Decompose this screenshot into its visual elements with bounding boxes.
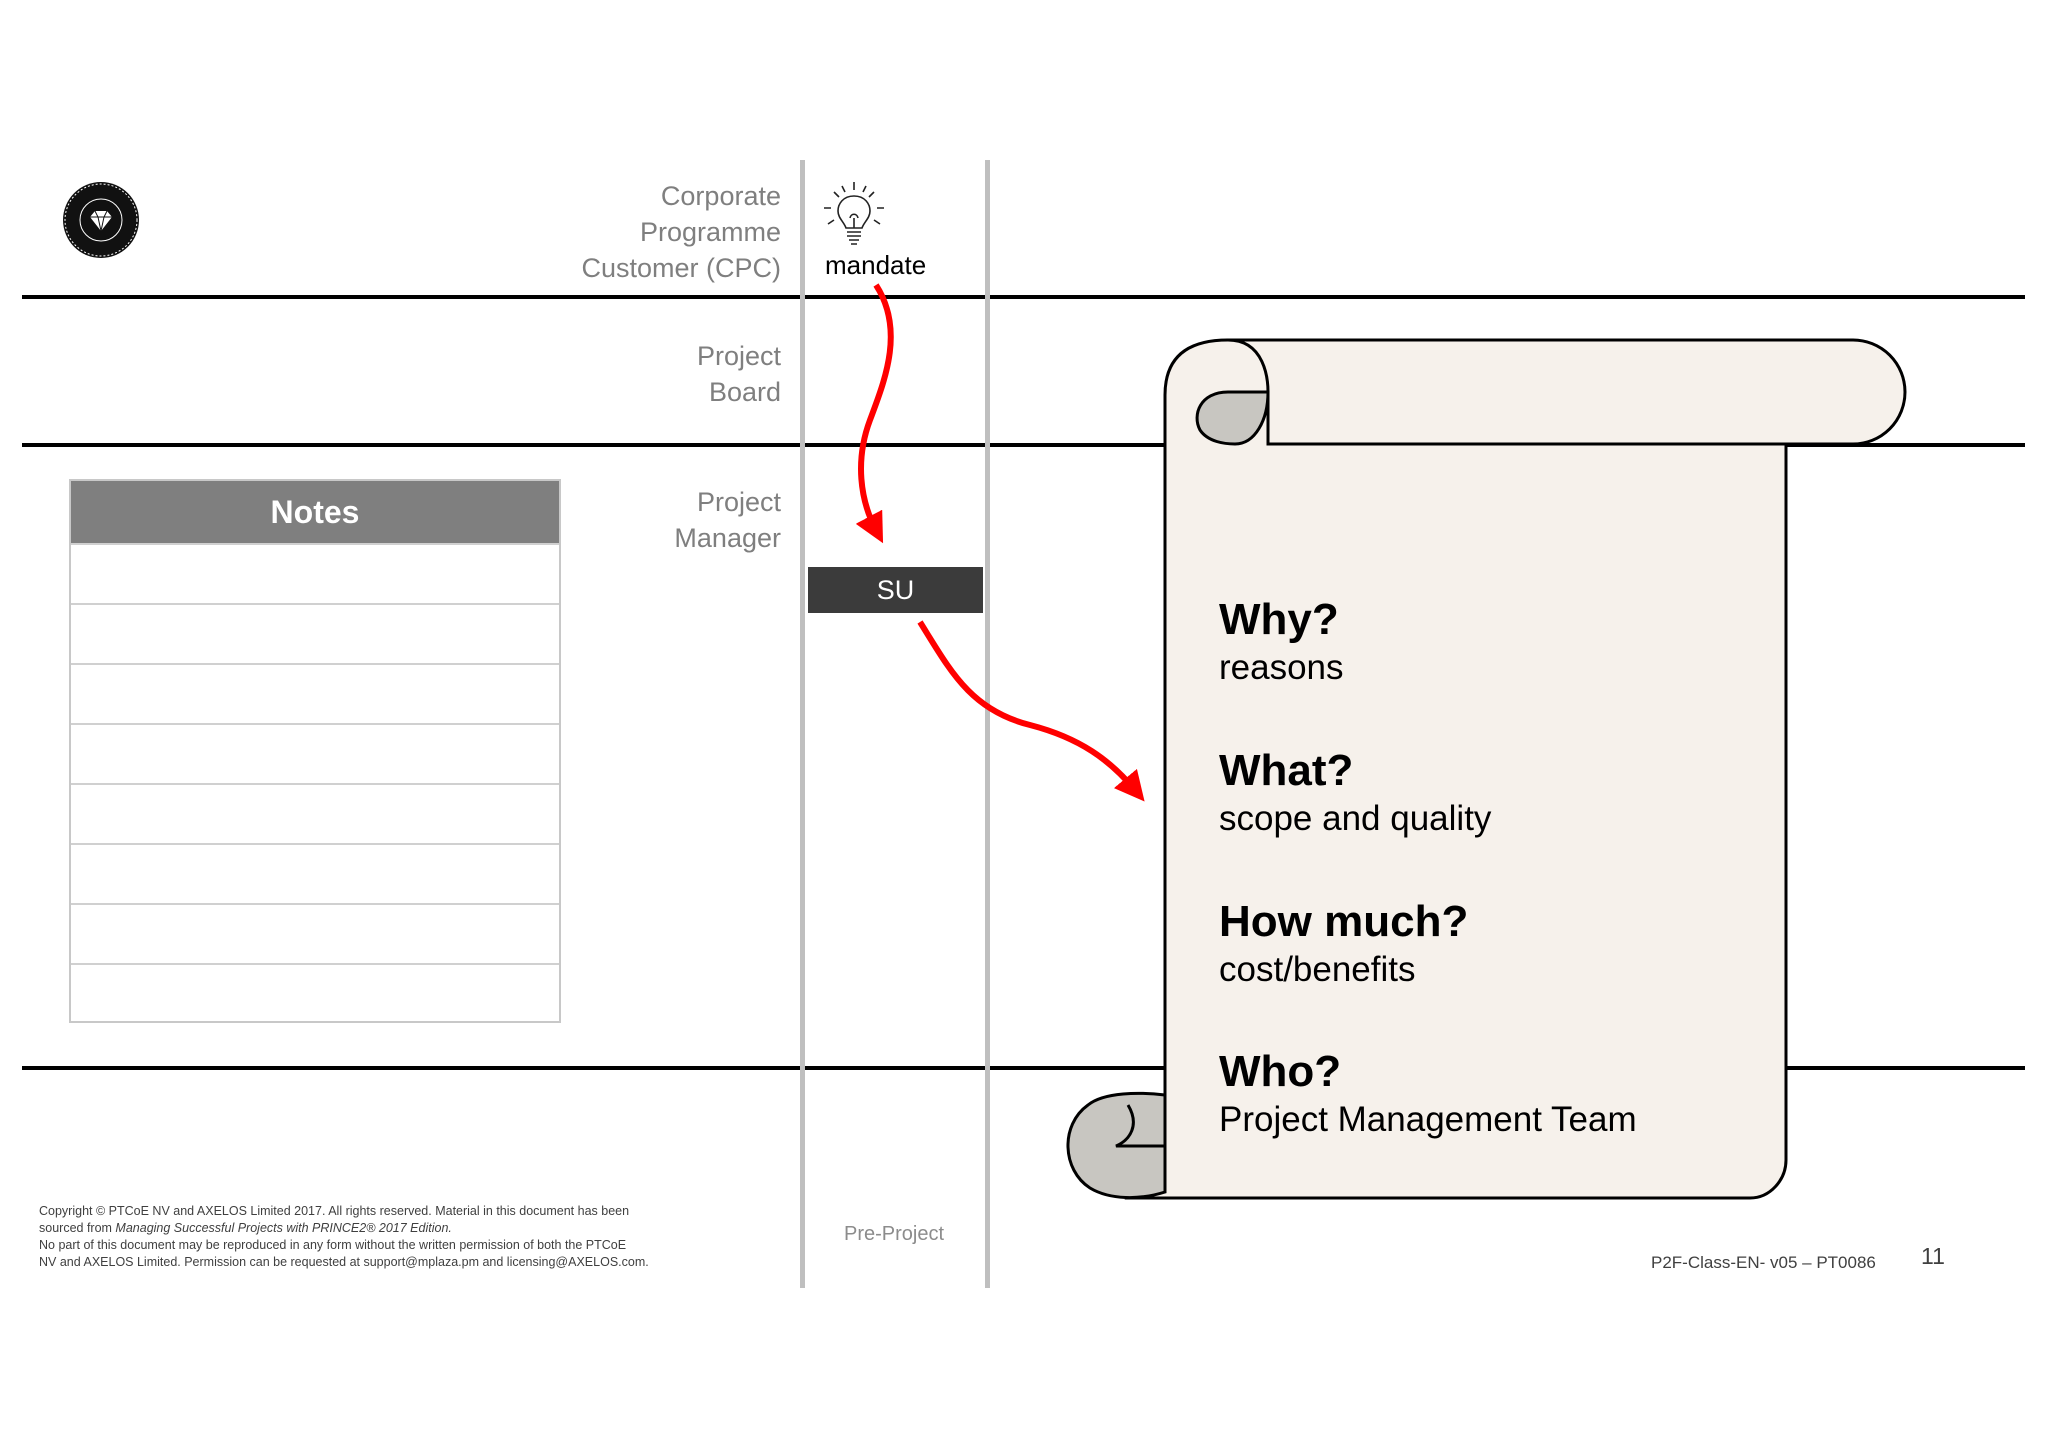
stage-label: Pre-Project bbox=[844, 1223, 945, 1245]
notes-row[interactable] bbox=[71, 843, 559, 903]
mandate-label: mandate bbox=[825, 250, 927, 280]
brief-answer: cost/benefits bbox=[1219, 950, 1416, 989]
starting-up-process-box: SU bbox=[808, 567, 983, 613]
notes-row[interactable] bbox=[71, 963, 559, 1023]
document-reference: P2F-Class-EN- v05 – PT0086 bbox=[1651, 1253, 1876, 1272]
scroll-top-roll bbox=[1226, 338, 1907, 446]
page-number: 11 bbox=[1921, 1243, 1945, 1269]
brief-answer: scope and quality bbox=[1219, 799, 1492, 838]
scroll-bottom-curl bbox=[1066, 1091, 1167, 1200]
notes-row[interactable] bbox=[71, 903, 559, 963]
role-label-cpc: Corporate Programme Customer (CPC) bbox=[581, 181, 781, 283]
brief-question: What? bbox=[1219, 746, 1354, 795]
notes-row[interactable] bbox=[71, 543, 559, 603]
brief-item-how-much: How much? cost/benefits bbox=[1219, 896, 1468, 992]
notes-title: Notes bbox=[71, 481, 559, 543]
brief-answer: reasons bbox=[1219, 648, 1344, 687]
lane-divider-bottom bbox=[22, 1066, 2025, 1070]
su-to-brief-arrow bbox=[917, 620, 1145, 802]
lightbulb-icon bbox=[824, 182, 884, 245]
role-label-project-board: Project Board bbox=[696, 341, 781, 407]
brief-question: Why? bbox=[1219, 595, 1339, 644]
notes-table: Notes bbox=[69, 479, 561, 1023]
lane-divider-top bbox=[22, 295, 2025, 299]
mandate-to-su-arrow bbox=[855, 283, 894, 544]
notes-row[interactable] bbox=[71, 663, 559, 723]
brief-item-why: Why? reasons bbox=[1219, 594, 1344, 690]
scroll-top-curl bbox=[1195, 390, 1270, 446]
column-divider-right bbox=[985, 160, 990, 1288]
notes-row[interactable] bbox=[71, 783, 559, 843]
brief-item-who: Who? Project Management Team bbox=[1219, 1046, 1637, 1142]
brief-question: How much? bbox=[1219, 897, 1469, 946]
copyright-notice: Copyright © PTCoE NV and AXELOS Limited … bbox=[39, 1204, 649, 1269]
ptcoe-seal-logo bbox=[63, 182, 139, 258]
role-label-project-manager: Project Manager bbox=[674, 487, 781, 553]
brief-question: Who? bbox=[1219, 1047, 1342, 1096]
brief-item-what: What? scope and quality bbox=[1219, 745, 1491, 841]
notes-row[interactable] bbox=[71, 723, 559, 783]
brief-answer: Project Management Team bbox=[1219, 1100, 1637, 1139]
scroll-bottom-curl-inner bbox=[1115, 1104, 1165, 1148]
notes-row[interactable] bbox=[71, 603, 559, 663]
column-divider-left bbox=[800, 160, 805, 1288]
lane-divider-middle bbox=[22, 443, 2025, 447]
